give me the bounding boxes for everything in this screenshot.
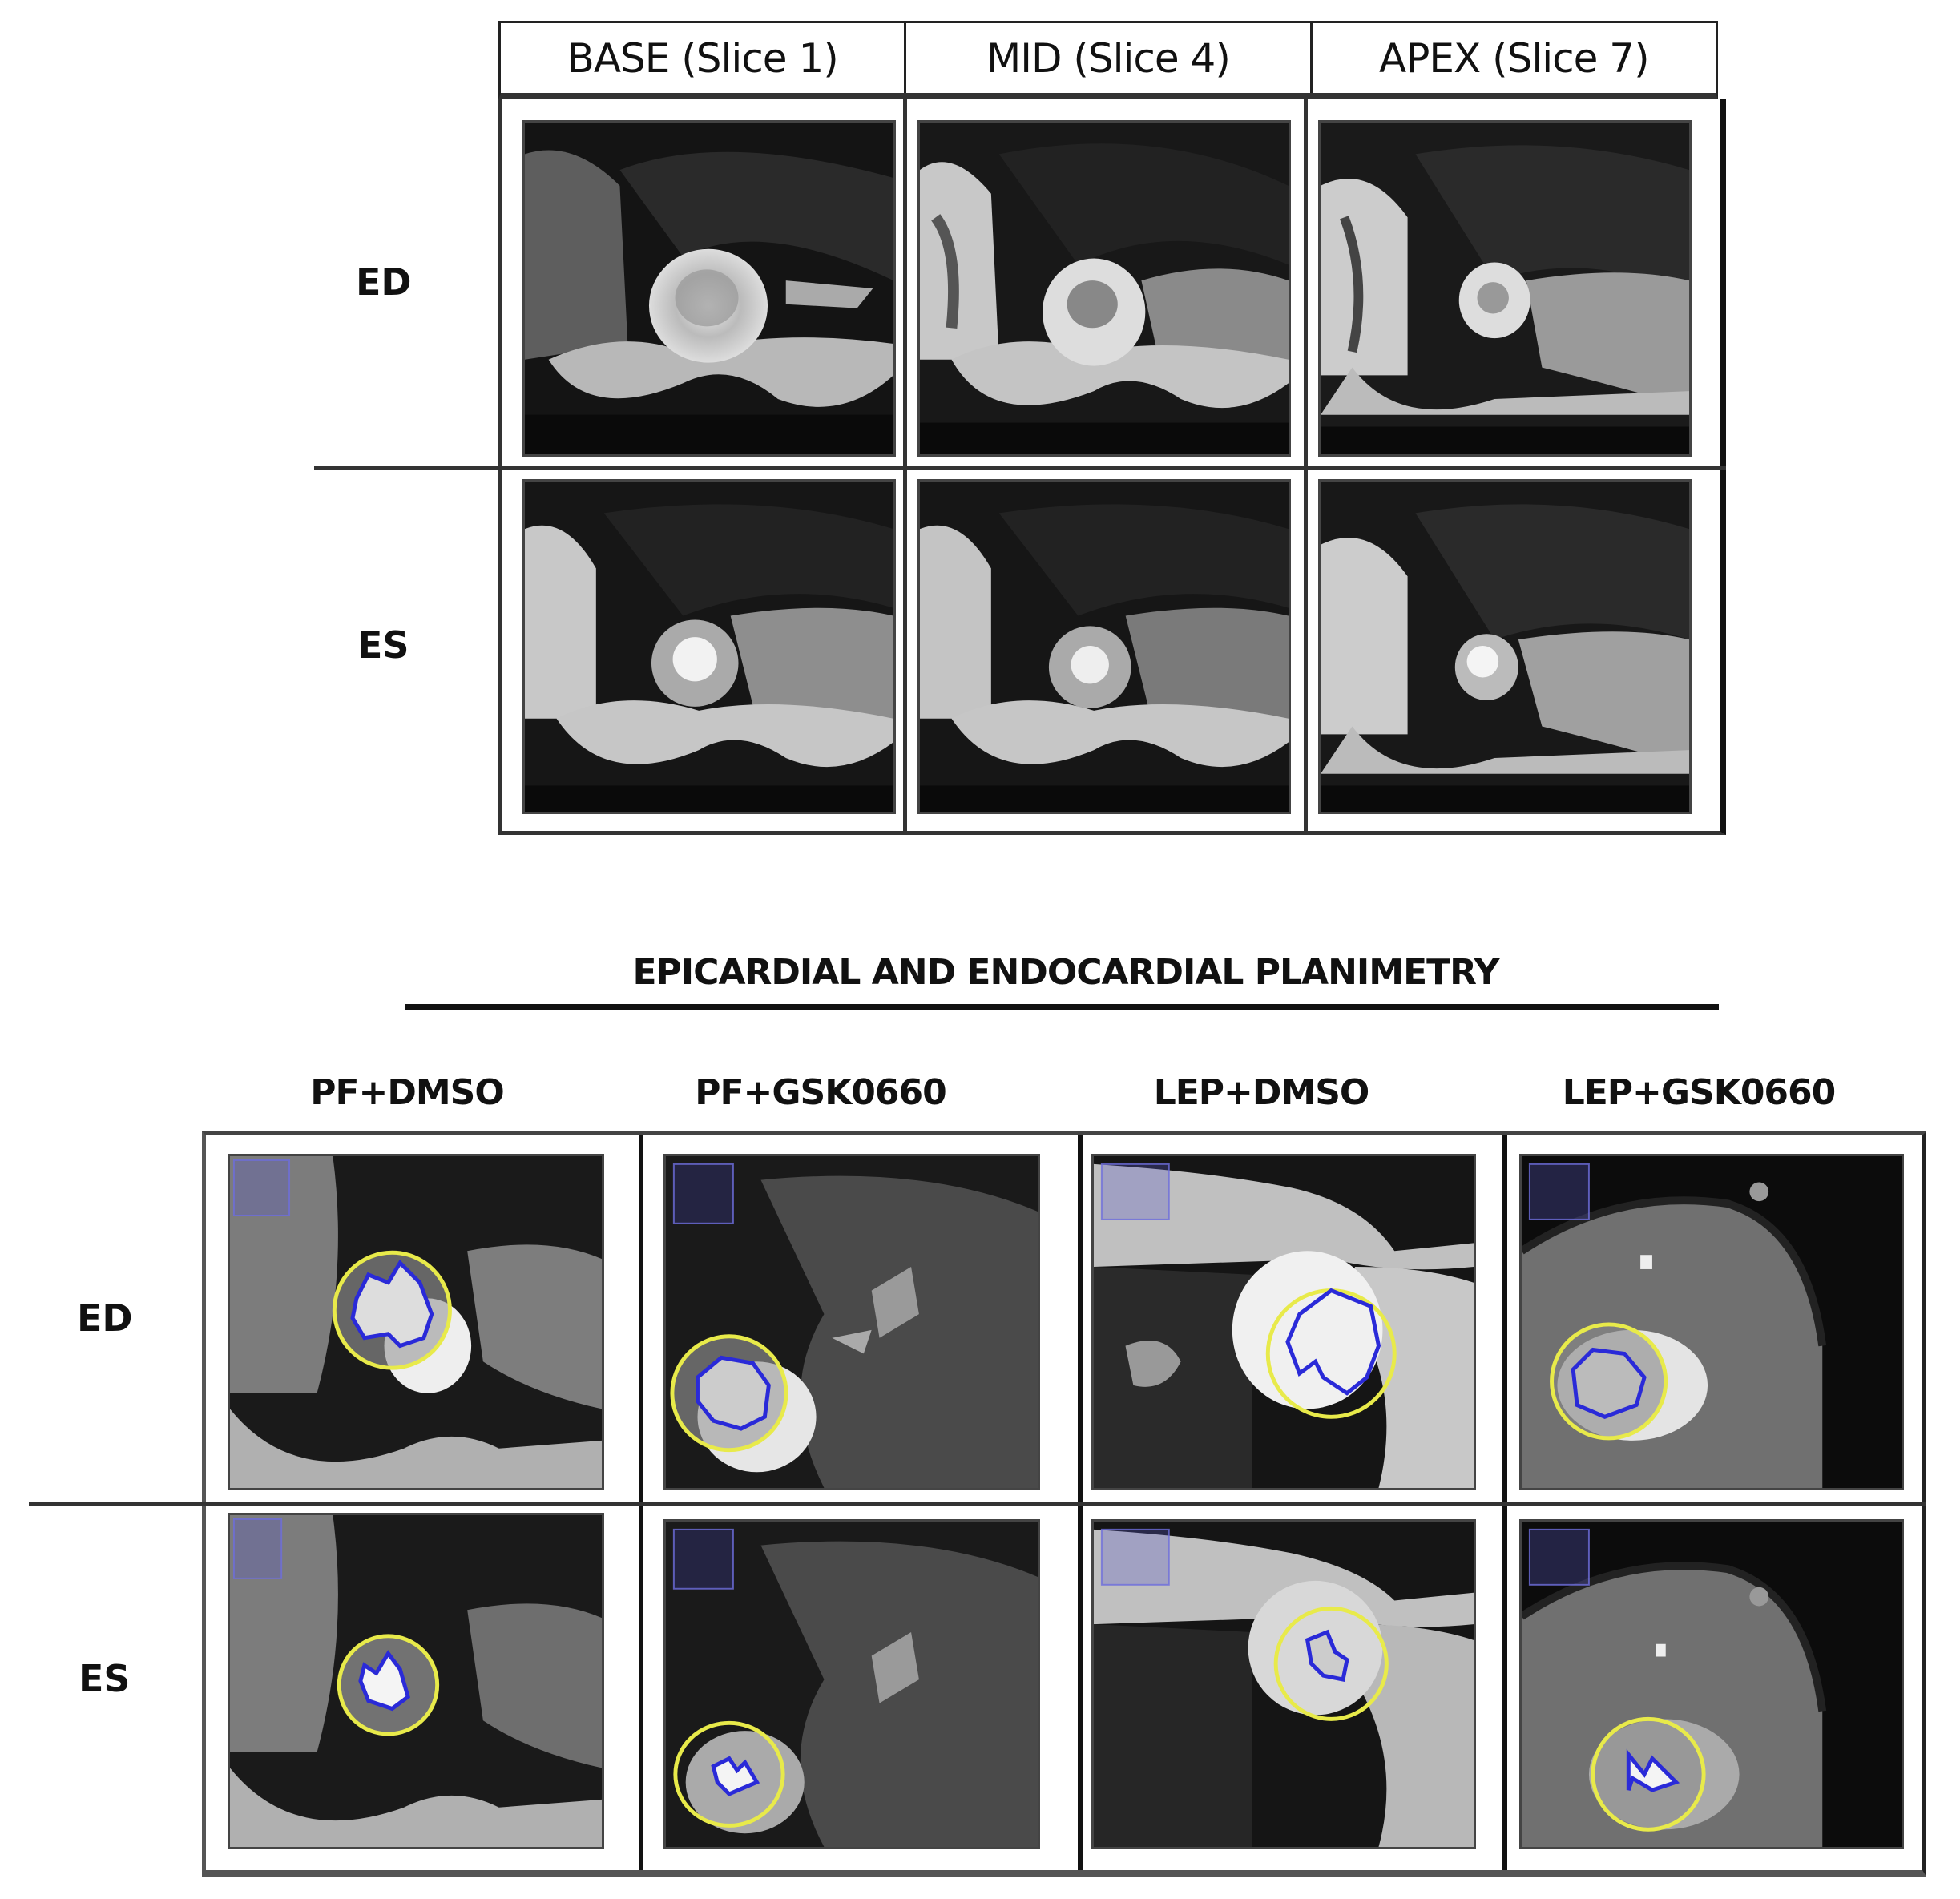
row-label-es: ES xyxy=(357,623,409,667)
row-label-ed: ED xyxy=(77,1296,133,1340)
column-divider xyxy=(903,99,907,831)
column-header-mid: MID (Slice 4) xyxy=(906,23,1313,93)
planimetry-lep-gsk0660-es xyxy=(1519,1519,1904,1849)
planimetry-lep-dmso-ed xyxy=(1091,1154,1476,1490)
planimetry-lep-gsk0660-ed xyxy=(1519,1154,1904,1490)
row-label-ed: ED xyxy=(356,260,412,304)
planimetry-pf-dmso-es xyxy=(228,1513,604,1849)
mri-apex-ed xyxy=(1318,120,1692,457)
mri-apex-es xyxy=(1318,479,1692,814)
column-header-apex: APEX (Slice 7) xyxy=(1379,34,1650,82)
column-header-pf-dmso: PF+DMSO xyxy=(310,1072,505,1113)
title-underline xyxy=(405,1004,1719,1010)
column-header-lep-dmso: LEP+DMSO xyxy=(1153,1072,1370,1113)
planimetry-pf-gsk0660-es xyxy=(663,1519,1040,1849)
row-divider xyxy=(314,466,1726,470)
planimetry-lep-dmso-es xyxy=(1091,1519,1476,1849)
column-header-pf-gsk0660: PF+GSK0660 xyxy=(695,1072,947,1113)
column-header-base: BASE (Slice 1) xyxy=(501,23,907,93)
column-header-lep-gsk0660: LEP+GSK0660 xyxy=(1562,1072,1837,1113)
mri-mid-ed xyxy=(917,120,1291,457)
planimetry-pf-gsk0660-ed xyxy=(663,1154,1040,1490)
row-label-es: ES xyxy=(79,1657,131,1700)
mri-base-es xyxy=(522,479,896,814)
column-divider xyxy=(1304,99,1308,831)
planimetry-title: EPICARDIAL AND ENDOCARDIAL PLANIMETRY xyxy=(632,952,1500,993)
planimetry-pf-dmso-ed xyxy=(228,1154,604,1490)
row-divider xyxy=(29,1502,1926,1506)
top-column-header-row: BASE (Slice 1) MID (Slice 4) APEX (Slice… xyxy=(498,21,1718,99)
mri-mid-es xyxy=(917,479,1291,814)
mri-base-ed xyxy=(522,120,896,457)
